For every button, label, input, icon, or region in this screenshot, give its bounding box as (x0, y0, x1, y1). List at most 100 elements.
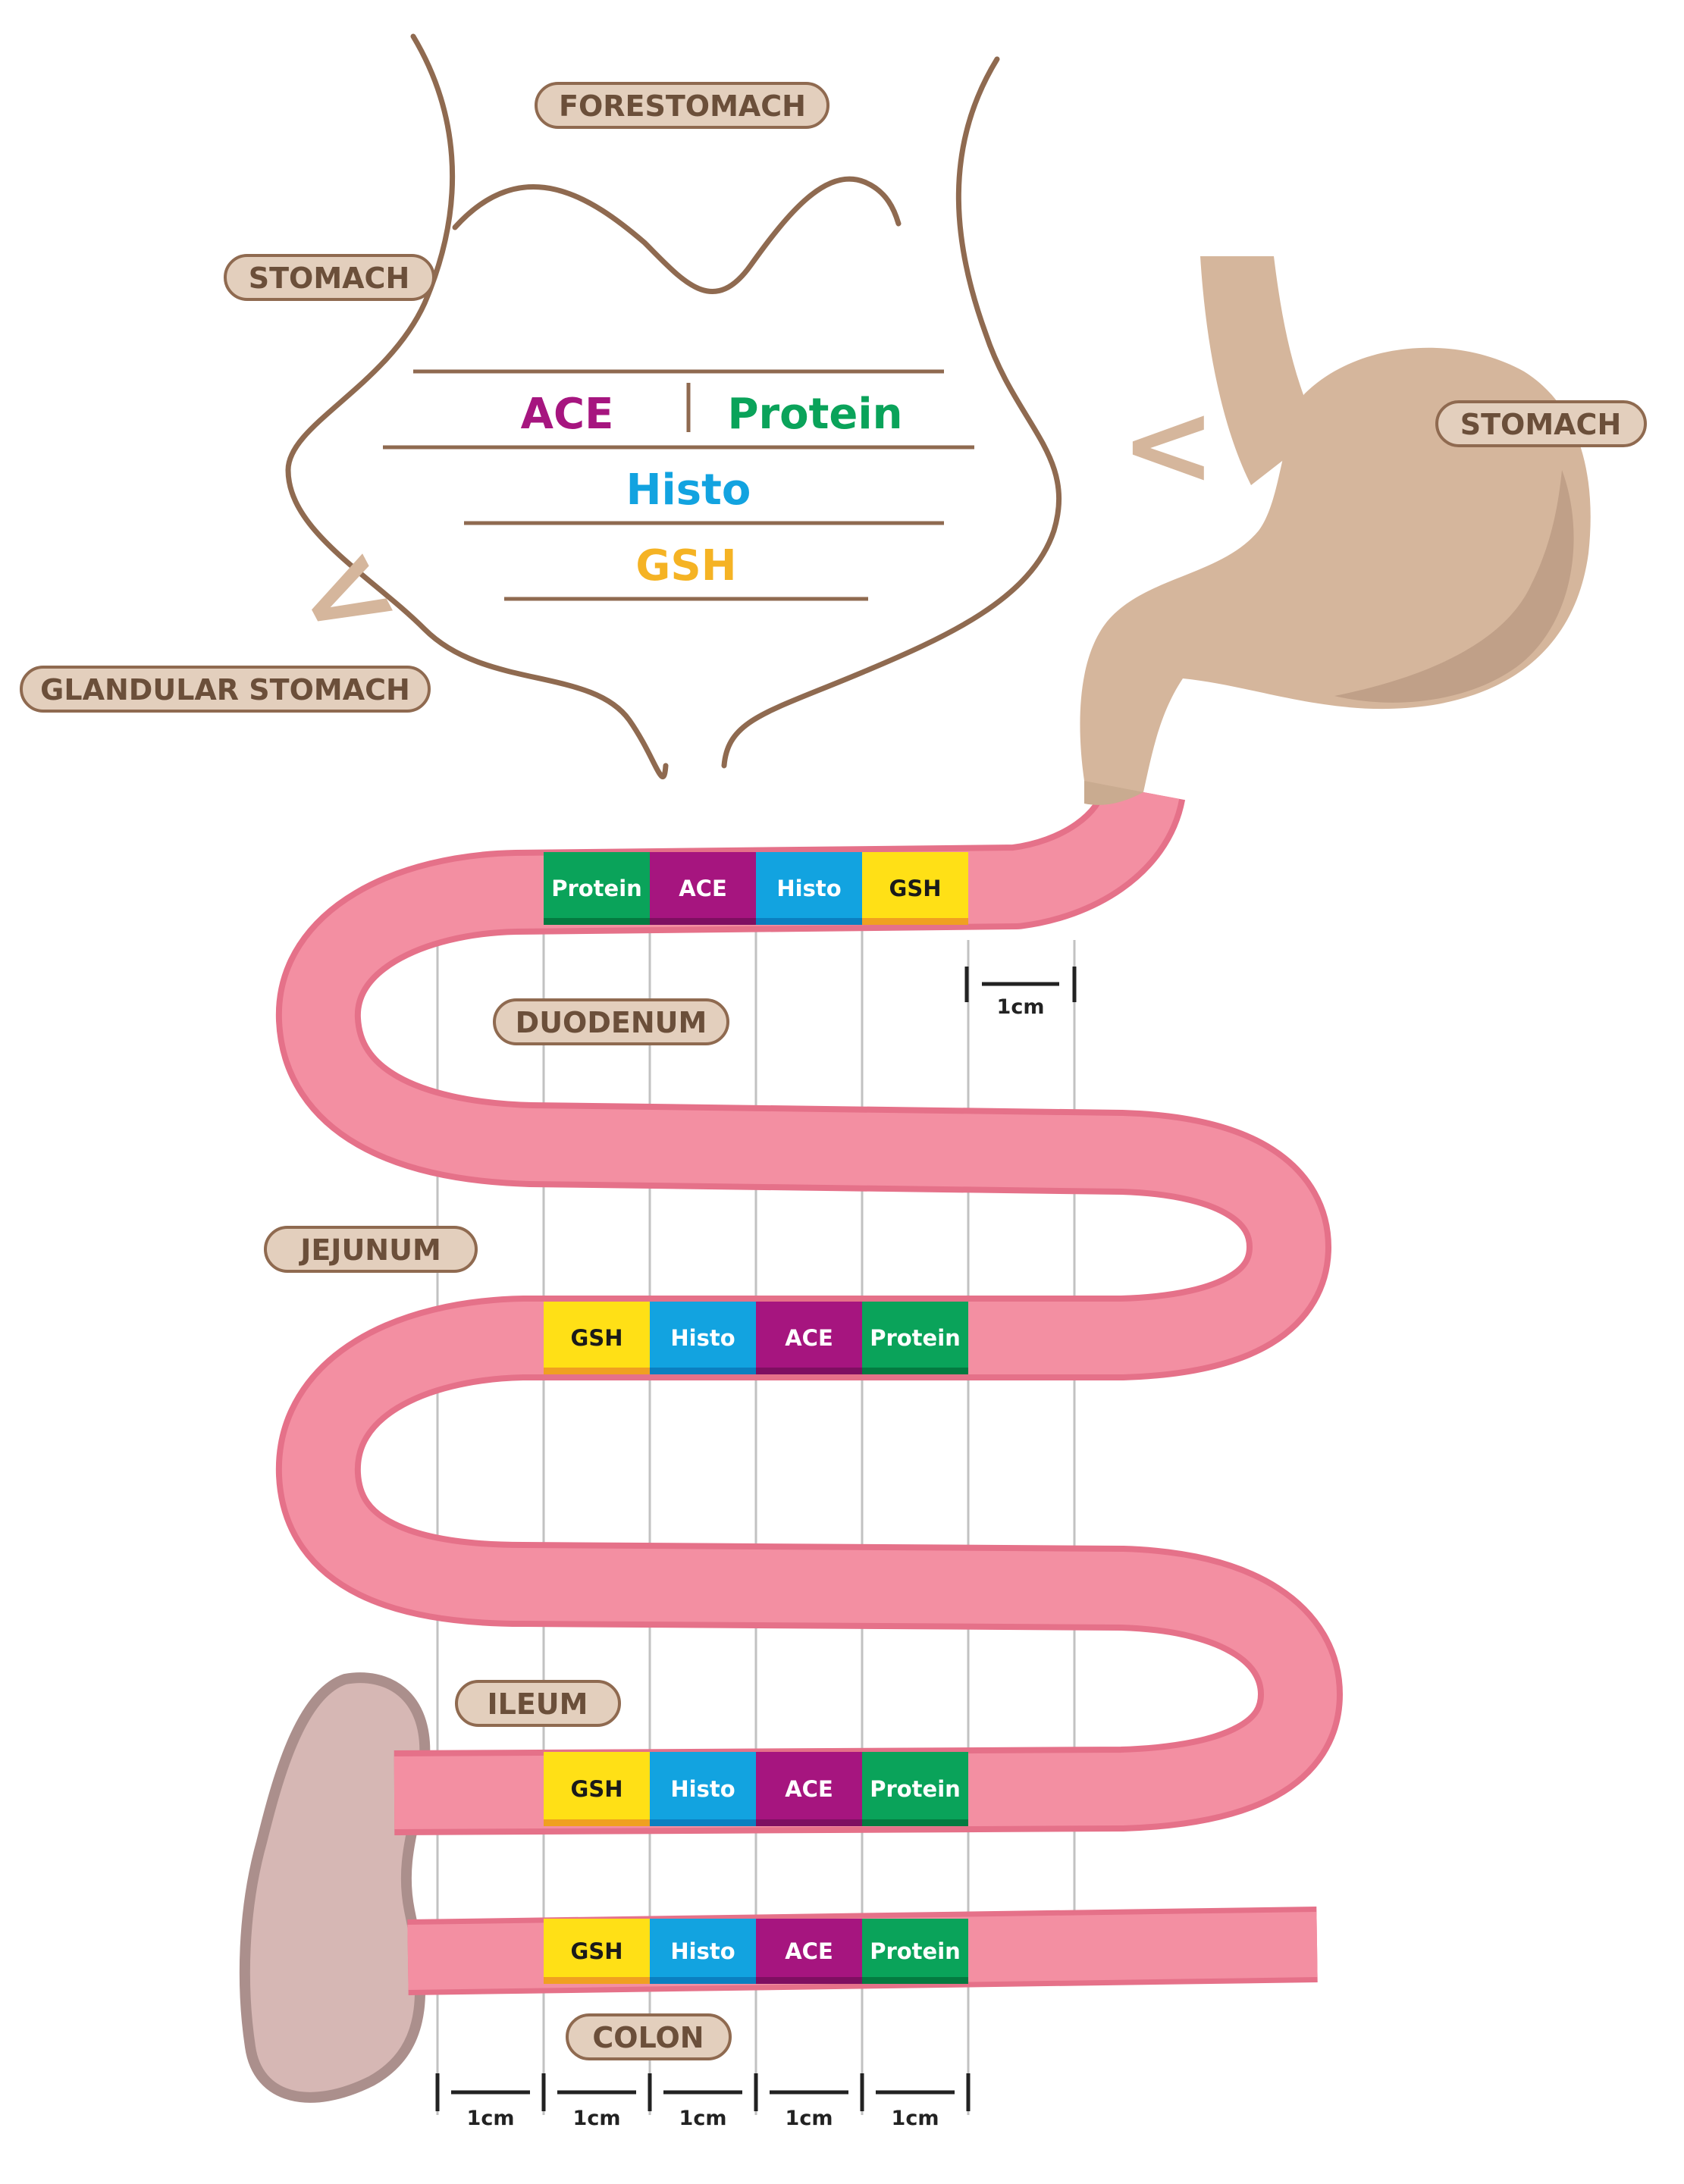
segment-edge (862, 1368, 968, 1374)
scale-label: 1cm (997, 995, 1045, 1019)
segment-duodenum-histo: Histo (756, 852, 862, 925)
segment-block (544, 1919, 650, 1984)
segment-label: Protein (870, 1776, 961, 1802)
segment-block (862, 1919, 968, 1984)
segment-block (544, 1302, 650, 1374)
label-pill (20, 666, 431, 713)
scale-unit: 1cm (648, 2073, 758, 2130)
label-text: FORESTOMACH (559, 89, 806, 123)
label-text: JEJUNUM (298, 1233, 441, 1267)
scale-unit: 1cm (435, 2073, 546, 2130)
segment-block (756, 1302, 862, 1374)
segment-label: GSH (571, 1938, 623, 1964)
segment-edge (756, 1819, 862, 1826)
segment-edge (862, 918, 968, 925)
segment-duodenum-protein: Protein (544, 852, 650, 925)
arrow-icon: < (271, 515, 418, 677)
small-intestine-tube-fill (281, 783, 1337, 1829)
segment-duodenum-ace: ACE (650, 852, 756, 925)
segment-label: ACE (785, 1938, 833, 1964)
segment-block (650, 852, 756, 925)
scale-label: 1cm (892, 2107, 939, 2130)
segment-colon-gsh: GSH (544, 1919, 650, 1984)
segment-edge (650, 1819, 756, 1826)
label-pill (455, 1680, 621, 1727)
label-stomach-left: STOMACH (224, 254, 435, 301)
label-pill (535, 82, 829, 129)
segment-label: Histo (670, 1325, 735, 1351)
segment-block (650, 1752, 756, 1826)
label-text: COLON (592, 2021, 704, 2054)
label-duodenum: DUODENUM (493, 998, 729, 1045)
segment-ileum-ace: ACE (756, 1752, 862, 1826)
segment-label: GSH (571, 1325, 623, 1351)
label-glandular-stomach: GLANDULAR STOMACH (20, 666, 431, 713)
segment-block (544, 1752, 650, 1826)
label-text: STOMACH (1460, 408, 1622, 441)
label-text: DUODENUM (516, 1006, 707, 1039)
stomach-organ-shadow (1334, 470, 1574, 703)
segment-block (650, 1919, 756, 1984)
segment-label: ACE (785, 1325, 833, 1351)
segment-jejunum-gsh: GSH (544, 1302, 650, 1374)
label-text: STOMACH (249, 262, 410, 295)
label-stomach-right: STOMACH (1435, 400, 1647, 447)
label-pill (264, 1226, 478, 1273)
scale-label: 1cm (573, 2107, 621, 2130)
segment-edge (544, 918, 650, 925)
small-intestine-tube (275, 782, 1343, 1835)
scale-unit: 1cm (860, 2073, 971, 2130)
segment-block (544, 852, 650, 925)
segment-edge (756, 1977, 862, 1984)
segment-label: GSH (889, 876, 942, 901)
segment-block (756, 852, 862, 925)
arrow-icon: < (1121, 379, 1216, 511)
segment-duodenum-gsh: GSH (862, 852, 968, 925)
segment-edge (756, 918, 862, 925)
section-label-histo: Histo (626, 465, 751, 515)
segment-label: Histo (670, 1776, 735, 1802)
segment-colon-histo: Histo (650, 1919, 756, 1984)
label-pill (566, 2013, 732, 2060)
segment-ileum-gsh: GSH (544, 1752, 650, 1826)
segment-jejunum-histo: Histo (650, 1302, 756, 1374)
section-label-ace: ACE (521, 390, 614, 439)
segment-colon-ace: ACE (756, 1919, 862, 1984)
scale-unit: 1cm (754, 2073, 864, 2130)
segment-block (862, 1752, 968, 1826)
scale-label: 1cm (467, 2107, 515, 2130)
segment-jejunum-protein: Protein (862, 1302, 968, 1374)
segment-block (650, 1302, 756, 1374)
segment-label: Histo (776, 876, 841, 901)
segment-edge (544, 1977, 650, 1984)
scale-bar-bottom: 1cm 1cm 1cm 1cm 1cm (435, 2073, 971, 2130)
section-label-protein: Protein (728, 390, 903, 439)
cross-section-left-wall (285, 33, 669, 779)
segment-block (862, 1302, 968, 1374)
segment-edge (650, 1368, 756, 1374)
cecum-shape (239, 1672, 431, 2103)
scale-label: 1cm (786, 2107, 833, 2130)
section-label-gsh: GSH (635, 541, 736, 591)
segment-edge (862, 1977, 968, 1984)
scale-bar-top (964, 967, 1077, 1002)
segment-ileum-protein: Protein (862, 1752, 968, 1826)
stomach-cross-section (285, 33, 1062, 779)
segment-label: ACE (785, 1776, 833, 1802)
label-text: GLANDULAR STOMACH (40, 673, 410, 707)
label-pill (1435, 400, 1647, 447)
cross-section-ridge (452, 176, 902, 294)
label-pill (493, 998, 729, 1045)
pylorus-shape (1084, 781, 1143, 805)
section-lines (383, 369, 974, 601)
label-pill (224, 254, 435, 301)
scale-unit: 1cm (541, 2073, 652, 2130)
segment-block (756, 1752, 862, 1826)
segment-block (862, 852, 968, 925)
segment-label: Protein (870, 1325, 961, 1351)
segment-label: GSH (571, 1776, 623, 1802)
segment-edge (544, 1819, 650, 1826)
segment-edge (862, 1819, 968, 1826)
